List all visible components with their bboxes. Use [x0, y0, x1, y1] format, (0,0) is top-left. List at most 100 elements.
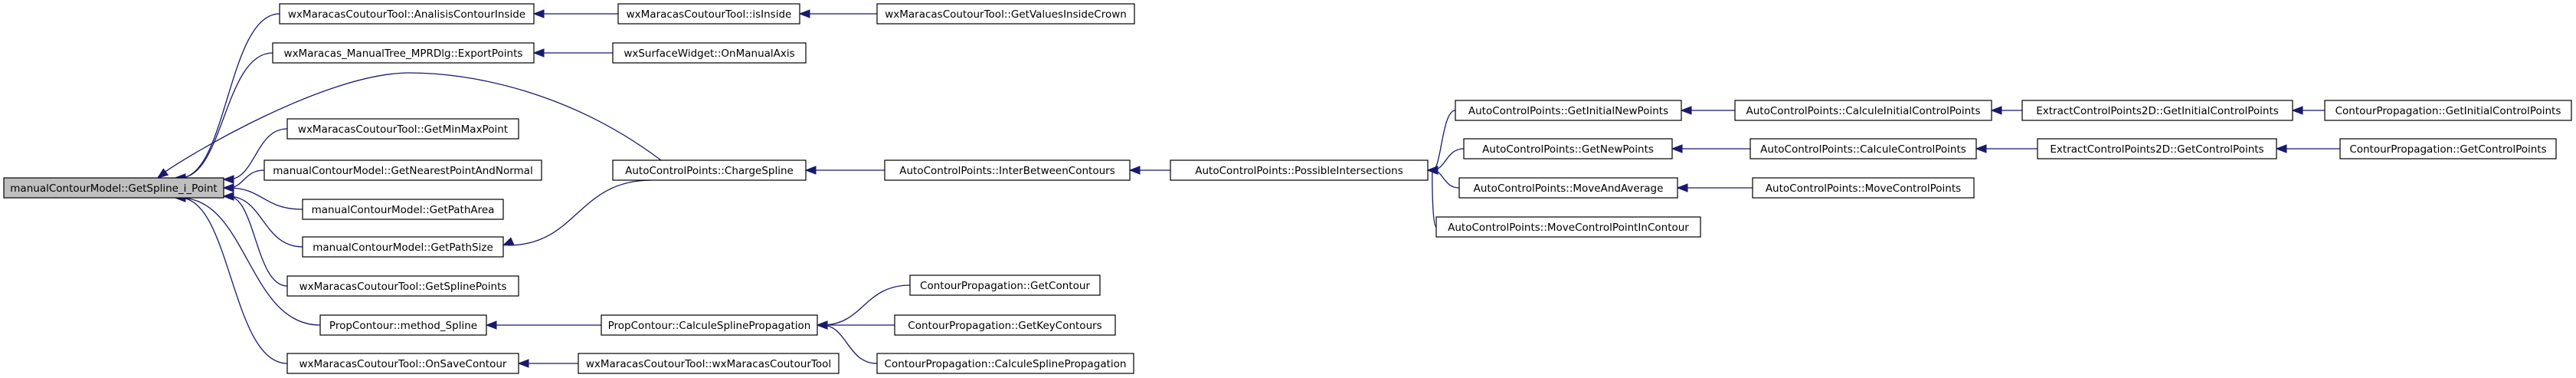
node-label: wxMaracasCoutourTool::isInside — [627, 8, 792, 21]
node-getcontour[interactable]: ContourPropagation::GetContour — [909, 274, 1101, 296]
node-cp-init[interactable]: ContourPropagation::GetInitialControlPoi… — [2324, 100, 2572, 121]
node-label: AutoControlPoints::ChargeSpline — [625, 165, 794, 177]
node-inter[interactable]: AutoControlPoints::InterBetweenContours — [884, 159, 1131, 181]
node-label: ContourPropagation::GetInitialControlPoi… — [2335, 105, 2561, 117]
node-box[interactable] — [2324, 100, 2572, 121]
node-box[interactable] — [876, 3, 1135, 25]
node-ext-init[interactable]: ExtractControlPoints2D::GetInitialContro… — [2021, 100, 2293, 121]
node-label: wxMaracasCoutourTool::AnalisisContourIns… — [288, 8, 525, 21]
node-label: wxMaracasCoutourTool::GetValuesInsideCro… — [885, 8, 1127, 21]
node-calccp[interactable]: AutoControlPoints::CalculeControlPoints — [1750, 138, 1977, 159]
node-getvalues[interactable]: wxMaracasCoutourTool::GetValuesInsideCro… — [876, 3, 1135, 25]
node-box[interactable] — [2021, 100, 2293, 121]
node-label: AutoControlPoints::GetInitialNewPoints — [1468, 105, 1668, 117]
node-charge[interactable]: AutoControlPoints::ChargeSpline — [612, 159, 807, 181]
edge-n_getcontour-to-n_calcsplineprop — [821, 284, 911, 326]
node-export[interactable]: wxMaracas_ManualTree_MPRDlg::ExportPoint… — [272, 42, 535, 64]
node-movecps[interactable]: AutoControlPoints::MoveControlPoints — [1752, 177, 1975, 199]
node-moveavg[interactable]: AutoControlPoints::MoveAndAverage — [1458, 177, 1678, 199]
node-cp-calcspline[interactable]: ContourPropagation::CalculeSplinePropaga… — [876, 353, 1134, 374]
node-box[interactable] — [894, 314, 1116, 336]
node-label: AutoControlPoints::CalculeInitialControl… — [1746, 105, 1981, 117]
node-box[interactable] — [286, 275, 519, 297]
node-label: ContourPropagation::GetControlPoints — [2349, 143, 2546, 156]
node-getkey[interactable]: ContourPropagation::GetKeyContours — [894, 314, 1116, 336]
node-possible[interactable]: AutoControlPoints::PossibleIntersections — [1170, 159, 1429, 181]
node-box[interactable] — [876, 353, 1134, 374]
edge-n_cp_calcspline-to-n_calcsplineprop — [821, 324, 878, 364]
node-box[interactable] — [612, 159, 807, 181]
node-getnew[interactable]: AutoControlPoints::GetNewPoints — [1463, 138, 1673, 159]
node-box[interactable] — [263, 159, 542, 181]
node-splinepts[interactable]: wxMaracasCoutourTool::GetSplinePoints — [286, 275, 519, 297]
arrowhead-n_calccp-to-n_getnew — [1671, 144, 1683, 153]
node-box[interactable] — [3, 177, 224, 199]
node-analisis[interactable]: wxMaracasCoutourTool::AnalisisContourIns… — [279, 3, 535, 25]
node-box[interactable] — [1734, 100, 1992, 121]
node-calcsplineprop[interactable]: PropContour::CalculeSplinePropagation — [601, 314, 818, 336]
node-box[interactable] — [884, 159, 1131, 181]
arrowhead-n_charge-to-root — [156, 168, 169, 179]
node-method[interactable]: PropContour::method_Spline — [319, 314, 487, 336]
node-box[interactable] — [1463, 138, 1673, 159]
node-label: ContourPropagation::GetContour — [920, 280, 1090, 292]
node-isinside[interactable]: wxMaracasCoutourTool::isInside — [617, 3, 800, 25]
node-label: ExtractControlPoints2D::GetInitialContro… — [2036, 105, 2279, 117]
node-label: AutoControlPoints::GetNewPoints — [1482, 143, 1654, 156]
node-box[interactable] — [286, 118, 519, 140]
node-nearest[interactable]: manualContourModel::GetNearestPointAndNo… — [263, 159, 542, 181]
node-calcinit[interactable]: AutoControlPoints::CalculeInitialControl… — [1734, 100, 1992, 121]
node-box[interactable] — [319, 314, 487, 336]
edge-n_method-to-root — [179, 197, 321, 326]
node-movecp[interactable]: AutoControlPoints::MoveControlPointInCon… — [1435, 216, 1701, 238]
node-box[interactable] — [578, 353, 840, 374]
node-minmax[interactable]: wxMaracasCoutourTool::GetMinMaxPoint — [286, 118, 519, 140]
node-box[interactable] — [2037, 138, 2277, 159]
node-root[interactable]: manualContourModel::GetSpline_i_Point — [3, 177, 224, 199]
node-label: wxMaracasCoutourTool::GetSplinePoints — [299, 281, 507, 293]
node-box[interactable] — [1455, 100, 1682, 121]
node-label: AutoControlPoints::InterBetweenContours — [899, 165, 1115, 177]
arrowhead-n_patharea-to-root — [222, 183, 234, 192]
arrowhead-n_onmanual-to-n_export — [532, 48, 545, 58]
node-box[interactable] — [286, 353, 519, 374]
edge-n_initnew-to-n_possible — [1432, 110, 1456, 171]
edge-n_minmax-to-root — [227, 128, 288, 180]
node-box[interactable] — [617, 3, 800, 25]
arrowhead-n_calcinit-to-n_initnew — [1680, 106, 1692, 115]
arrowhead-n_cp_init-to-n_ext_init — [2291, 106, 2303, 115]
node-box[interactable] — [272, 42, 535, 64]
node-box[interactable] — [1752, 177, 1975, 199]
node-box[interactable] — [2339, 138, 2557, 159]
node-cp-cp[interactable]: ContourPropagation::GetControlPoints — [2339, 138, 2557, 159]
node-box[interactable] — [909, 274, 1101, 296]
node-label: AutoControlPoints::MoveControlPoints — [1766, 182, 1961, 195]
node-wxtool[interactable]: wxMaracasCoutourTool::wxMaracasCoutourTo… — [578, 353, 840, 374]
nodes-layer: manualContourModel::GetSpline_i_PointwxM… — [3, 3, 2572, 374]
node-ext-cp[interactable]: ExtractControlPoints2D::GetControlPoints — [2037, 138, 2277, 159]
node-pathsize[interactable]: manualContourModel::GetPathSize — [302, 236, 504, 258]
node-box[interactable] — [601, 314, 818, 336]
edge-n_patharea-to-root — [227, 187, 303, 210]
arrowhead-n_ext_cp-to-n_calccp — [1975, 144, 1987, 153]
node-box[interactable] — [1435, 216, 1701, 238]
arrowhead-n_charge-to-n_pathsize — [502, 237, 515, 246]
node-box[interactable] — [302, 236, 504, 258]
node-onsave[interactable]: wxMaracasCoutourTool::OnSaveContour — [286, 353, 519, 374]
node-box[interactable] — [612, 42, 807, 64]
edge-n_export-to-root — [179, 52, 273, 179]
node-label: manualContourModel::GetPathSize — [313, 242, 493, 254]
node-label: manualContourModel::GetSpline_i_Point — [10, 182, 217, 195]
node-box[interactable] — [1750, 138, 1977, 159]
edge-n_movecp-to-n_possible — [1432, 169, 1437, 228]
edges-layer — [156, 9, 2340, 368]
node-box[interactable] — [279, 3, 535, 25]
node-initnew[interactable]: AutoControlPoints::GetInitialNewPoints — [1455, 100, 1682, 121]
node-onmanual[interactable]: wxSurfaceWidget::OnManualAxis — [612, 42, 807, 64]
node-patharea[interactable]: manualContourModel::GetPathArea — [302, 199, 504, 220]
node-box[interactable] — [1458, 177, 1678, 199]
node-label: PropContour::CalculeSplinePropagation — [608, 320, 811, 332]
node-box[interactable] — [1170, 159, 1429, 181]
node-box[interactable] — [302, 199, 504, 220]
